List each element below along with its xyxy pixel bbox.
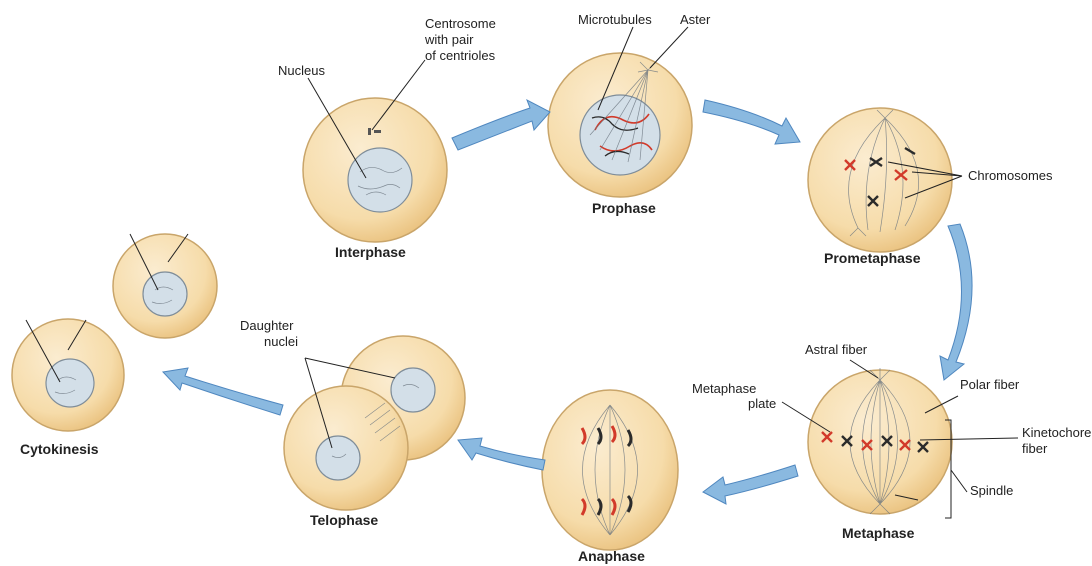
cytokinesis-lower-cell: [12, 319, 124, 431]
arrow-metaphase-to-anaphase: [703, 465, 798, 504]
arrow-anaphase-to-telophase: [458, 438, 545, 470]
telophase-upper-nucleus: [391, 368, 435, 412]
nucleus-label: Nucleus: [278, 63, 325, 78]
chromosomes-label: Chromosomes: [968, 168, 1053, 183]
metaphase-label: Metaphase: [842, 525, 915, 541]
centrosome-label-line2: with pair: [424, 32, 474, 47]
cytokinesis-label: Cytokinesis: [20, 441, 99, 457]
telophase-lower-nucleus: [316, 436, 360, 480]
metaphase-plate-label-line2: plate: [748, 396, 776, 411]
centrosome-label-line1: Centrosome: [425, 16, 496, 31]
polar-fiber-label: Polar fiber: [960, 377, 1020, 392]
daughter-nuclei-label-line2: nuclei: [264, 334, 298, 349]
prophase-cell: [548, 53, 692, 197]
anaphase-cell: [542, 390, 678, 550]
interphase-label: Interphase: [335, 244, 406, 260]
prometaphase-cell: [808, 108, 952, 252]
metaphase-cell: [808, 368, 952, 514]
centrosome-label-line3: of centrioles: [425, 48, 496, 63]
prometaphase-label: Prometaphase: [824, 250, 921, 266]
arrow-prophase-to-prometaphase: [703, 100, 800, 144]
interphase-cell: [303, 98, 447, 242]
arrow-prometaphase-to-metaphase: [940, 224, 972, 380]
kinetochore-fiber-label-line1: Kinetochore: [1022, 425, 1091, 440]
spindle-label: Spindle: [970, 483, 1013, 498]
daughter-nuclei-label-line1: Daughter: [240, 318, 294, 333]
prophase-label: Prophase: [592, 200, 656, 216]
arrow-interphase-to-prophase: [452, 100, 550, 150]
metaphase-plate-label-line1: Metaphase: [692, 381, 756, 396]
arrow-telophase-to-cytokinesis: [163, 368, 283, 415]
telophase-label: Telophase: [310, 512, 378, 528]
anaphase-label: Anaphase: [578, 548, 645, 564]
astral-fiber-label: Astral fiber: [805, 342, 868, 357]
aster-label: Aster: [680, 12, 711, 27]
kinetochore-fiber-label-line2: fiber: [1022, 441, 1048, 456]
microtubules-label: Microtubules: [578, 12, 652, 27]
cytokinesis-upper-cell: [113, 234, 217, 338]
interphase-nucleus: [348, 148, 412, 212]
aster-pointer: [650, 27, 688, 68]
telophase-cell: [284, 336, 465, 510]
